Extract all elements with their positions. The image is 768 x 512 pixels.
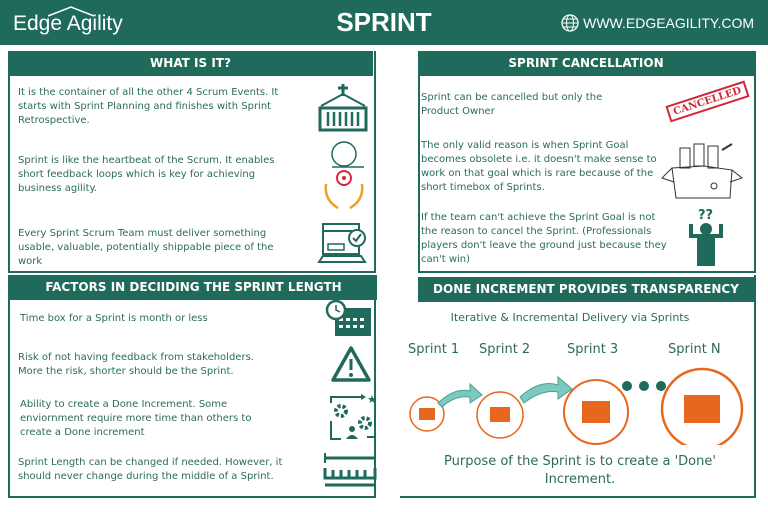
container-icon (318, 84, 368, 132)
what-is-it-panel (8, 51, 376, 273)
svg-text:★: ★ (367, 393, 377, 406)
sprint-label-n: Sprint N (668, 342, 721, 357)
question-marks: ?? (698, 208, 714, 223)
done-increment-heading: DONE INCREMENT PROVIDES TRANSPARENCY (418, 277, 754, 302)
cancellation-heading: SPRINT CANCELLATION (418, 51, 754, 76)
sprint-cycle-1 (409, 396, 445, 432)
website-text: WWW.EDGEAGILITY.COM (583, 15, 754, 31)
cancellation-panel (418, 51, 756, 273)
target-hands-icon (324, 141, 364, 210)
cancel-item-3: If the team can't achieve the Sprint Goa… (421, 212, 667, 265)
logo: Edge Agility (13, 12, 123, 35)
warning-icon (331, 346, 371, 382)
sprint-cycle-2 (476, 391, 524, 439)
arrow-2 (519, 375, 573, 404)
factor-item-3: Ability to create a Done Increment. Some… (20, 399, 252, 438)
what-item-2: Sprint is like the heartbeat of the Scru… (18, 155, 275, 194)
ellipsis-dots (622, 381, 666, 391)
confused-person-icon (689, 223, 723, 266)
done-purpose: Purpose of the Sprint is to create a 'Do… (444, 454, 716, 487)
sprint-label-3: Sprint 3 (567, 342, 619, 357)
factor-item-4: Sprint Length can be changed if needed. … (18, 457, 283, 482)
sprint-label-1: Sprint 1 (408, 342, 460, 357)
done-increment-panel (400, 275, 756, 498)
what-item-3: Every Sprint Scrum Team must deliver som… (18, 228, 274, 267)
toolbox-icon (661, 143, 744, 199)
cancel-item-2: The only valid reason is when Sprint Goa… (421, 140, 657, 193)
logo-roof-icon (47, 6, 95, 17)
calendar-clock-icon (325, 300, 371, 336)
factors-panel (8, 275, 376, 498)
what-is-it-heading: WHAT IS IT? (8, 51, 373, 76)
globe-icon (561, 14, 579, 32)
sprint-cycle-n (660, 367, 744, 445)
website-link[interactable]: WWW.EDGEAGILITY.COM (561, 14, 754, 32)
done-subtitle: Iterative & Incremental Delivery via Spr… (450, 311, 690, 324)
factor-item-2: Risk of not having feedback from stakeho… (18, 352, 254, 377)
increment-diagram (409, 367, 744, 445)
page-title: SPRINT (336, 7, 432, 37)
process-gears-icon: ★ (330, 393, 377, 440)
factor-item-1: Time box for a Sprint is month or less (20, 313, 208, 324)
sprint-cycle-3 (563, 379, 629, 445)
computer-check-icon (317, 223, 367, 263)
sprint-label-2: Sprint 2 (479, 342, 531, 357)
what-item-1: It is the container of all the other 4 S… (18, 87, 279, 126)
arrow-1 (437, 382, 483, 408)
cancel-item-1: Sprint can be cancelled but only the Pro… (421, 92, 603, 117)
ruler-icon (323, 453, 377, 487)
header-bar: Edge Agility SPRINT WWW.EDGEAGILITY.COM (0, 0, 768, 45)
factors-heading: FACTORS IN DECIIDING THE SPRINT LENGTH (10, 275, 377, 300)
